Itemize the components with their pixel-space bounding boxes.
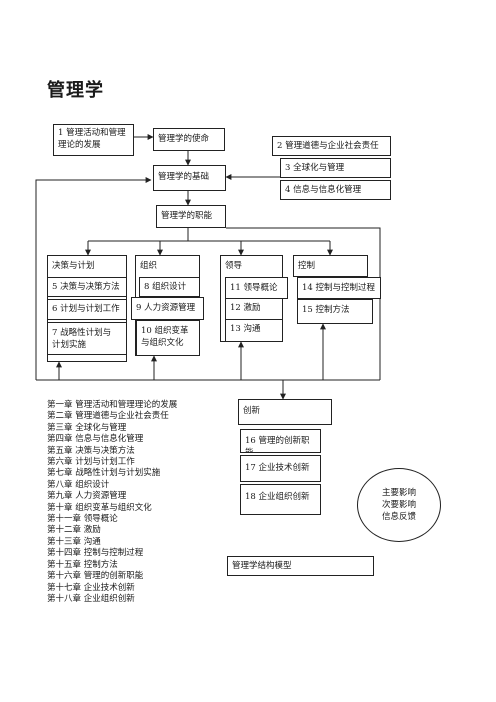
chapter-item: 第六章 计划与计划工作 — [47, 457, 135, 468]
node-information: 4 信息与信息化管理 — [280, 180, 391, 200]
chapter-item: 第九章 人力资源管理 — [47, 491, 127, 502]
chapter-item: 第四章 信息与信息化管理 — [47, 434, 144, 445]
chapter-item: 第十一章 领导概论 — [47, 514, 118, 525]
line-feedback-left — [35, 177, 152, 380]
node-control: 控制 — [293, 255, 368, 277]
node-decision-method: 5 决策与决策方法 — [47, 277, 127, 297]
node-lead-overview: 11 领导概论 — [225, 277, 288, 299]
chapter-item: 第十五章 控制方法 — [47, 559, 118, 570]
chapter-item: 第五章 决策与决策方法 — [47, 445, 135, 456]
chapter-list: 第一章 管理活动和管理理论的发展 第二章 管理道德与企业社会责任 第三章 全球化… — [47, 400, 177, 605]
model-label: 管理学结构模型 — [227, 556, 374, 576]
node-strategic-plan: 7 战略性计划与 计划实施 — [47, 322, 127, 355]
node-ethics: 2 管理道德与企业社会责任 — [272, 136, 391, 156]
chapter-item: 第十二章 激励 — [47, 525, 101, 536]
node-org-change: 10 组织变革 与组织文化 — [136, 320, 200, 356]
legend-item-secondary: 次要影响 — [381, 500, 416, 510]
legend-oval: 主要影响 次要影响 信息反馈 — [357, 468, 441, 542]
node-org-innovation: 18 企业组织创新 — [240, 484, 321, 515]
node-motivation: 12 激励 — [225, 299, 283, 319]
legend-item-feedback: 信息反馈 — [381, 512, 416, 522]
node-innovation: 创新 — [238, 399, 332, 425]
chapter-item: 第三章 全球化与管理 — [47, 422, 127, 433]
node-hr: 9 人力资源管理 — [131, 297, 204, 320]
node-foundation: 管理学的基础 — [153, 165, 226, 191]
node-mission: 管理学的使命 — [153, 128, 225, 151]
chapter-item: 第七章 战略性计划与计划实施 — [47, 468, 161, 479]
node-org-design: 8 组织设计 — [139, 277, 200, 297]
node-plan-work: 6 计划与计划工作 — [47, 299, 127, 320]
chapter-item: 第二章 管理道德与企业社会责任 — [47, 411, 169, 422]
chapter-item: 第十四章 控制与控制过程 — [47, 548, 144, 559]
node-globalization: 3 全球化与管理 — [280, 158, 391, 178]
chapter-item: 第十三章 沟通 — [47, 536, 101, 547]
node-communication: 13 沟通 — [225, 319, 283, 342]
node-control-process: 14 控制与控制过程 — [297, 277, 381, 299]
node-innovation-function: 16 管理的创新职能 — [240, 429, 321, 453]
chapter-item: 第十七章 企业技术创新 — [47, 582, 135, 593]
node-history: 1 管理活动和管理 理论的发展 — [53, 124, 134, 156]
node-control-method: 15 控制方法 — [297, 299, 373, 324]
node-functions: 管理学的职能 — [156, 205, 226, 228]
legend-item-main: 主要影响 — [381, 488, 416, 498]
chapter-item: 第十八章 企业组织创新 — [47, 593, 135, 604]
chapter-item: 第一章 管理活动和管理理论的发展 — [47, 400, 178, 410]
chapter-item: 第十六章 管理的创新职能 — [47, 571, 144, 582]
chapter-item: 第十章 组织变革与组织文化 — [47, 502, 152, 513]
line-feedback-right — [226, 227, 381, 380]
node-tech-innovation: 17 企业技术创新 — [240, 455, 321, 482]
page-title: 管理学 — [47, 80, 104, 101]
chapter-item: 第八章 组织设计 — [47, 479, 110, 490]
